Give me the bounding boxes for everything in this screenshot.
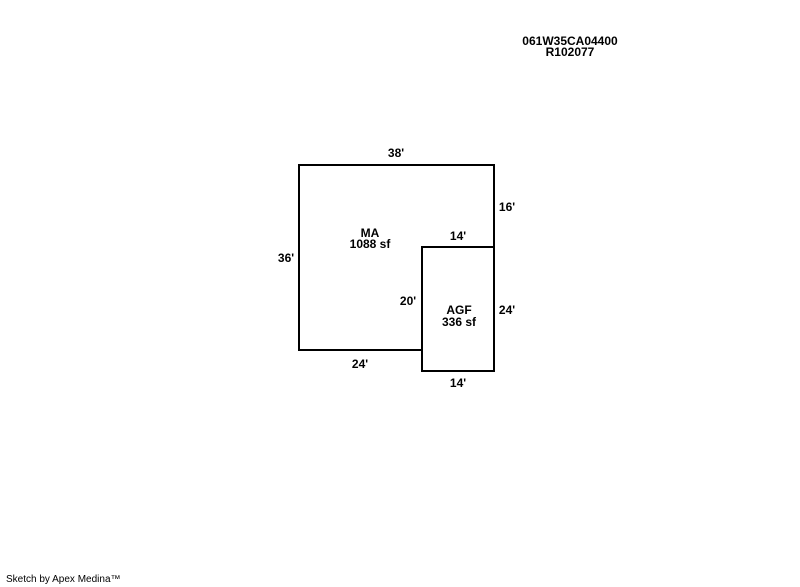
dim-notch-top: 14' bbox=[450, 229, 466, 243]
dim-bottom-left: 24' bbox=[352, 357, 368, 371]
dim-notch-left: 20' bbox=[400, 294, 416, 308]
main-area-outline bbox=[298, 164, 495, 351]
dim-garage-bottom: 14' bbox=[450, 376, 466, 390]
garage-outline bbox=[421, 246, 495, 372]
main-area-size: 1088 sf bbox=[350, 237, 392, 251]
dim-garage-right: 24' bbox=[499, 303, 515, 317]
parcel-id: 061W35CA04400 bbox=[522, 34, 618, 48]
dim-left: 36' bbox=[278, 251, 294, 265]
dim-right-upper: 16' bbox=[499, 200, 515, 214]
garage-area-size: 336 sf bbox=[442, 315, 477, 329]
account-id: R102077 bbox=[545, 45, 595, 59]
main-area-code: MA bbox=[361, 226, 380, 240]
garage-area-code: AGF bbox=[446, 303, 471, 317]
sketch-credit: Sketch by Apex Medina™ bbox=[6, 574, 121, 585]
dim-top: 38' bbox=[388, 146, 404, 160]
